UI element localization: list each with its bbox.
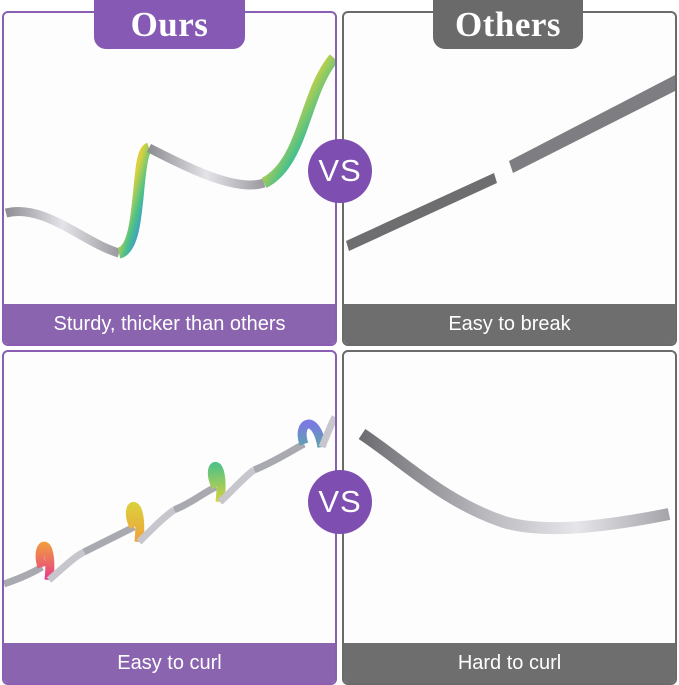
panel-ours-sturdy: Sturdy, thicker than others [2,11,337,346]
vs-badge-top: VS [308,139,372,203]
curled-rainbow-ribbon-image [4,415,335,588]
caption-sturdy: Sturdy, thicker than others [4,304,335,344]
panel-others-curl: Hard to curl [342,350,677,685]
flat-ribbon-image [358,429,671,535]
vs-badge-bottom: VS [308,470,372,534]
panel-others-break: Easy to break [342,11,677,346]
others-label: Others [433,0,583,49]
caption-hard-to-curl: Hard to curl [344,643,675,683]
broken-ribbon-image [346,75,675,251]
ours-label: Ours [94,0,245,49]
caption-easy-to-curl: Easy to curl [4,643,335,683]
caption-easy-to-break: Easy to break [344,304,675,344]
panel-ours-curl: Easy to curl [2,350,337,685]
rainbow-ribbon-image [4,54,335,259]
